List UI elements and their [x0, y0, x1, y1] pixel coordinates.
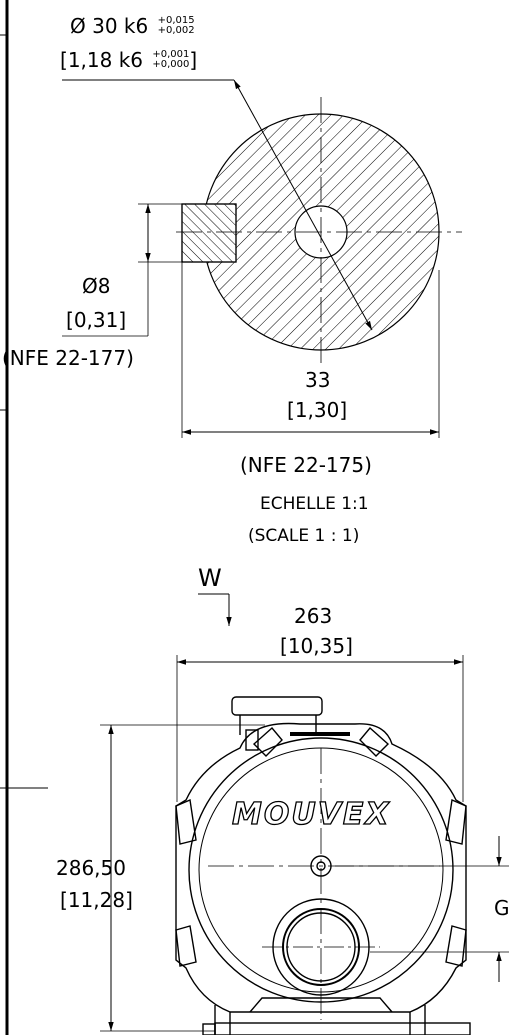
diameter-symbol: Ø — [70, 14, 86, 38]
height-dimension — [100, 724, 265, 1032]
key-width-imperial-value: 0,31 — [73, 308, 119, 332]
width-imperial: [10,35] — [280, 634, 353, 658]
width-value: 263 — [294, 604, 333, 628]
shaft-diameter-value: 30 k6 — [92, 14, 149, 38]
shaft-height-imperial-value: 1,30 — [294, 398, 340, 422]
key-width-value: 8 — [97, 274, 111, 298]
height-value: 286,50 — [56, 856, 126, 880]
g-dimension — [335, 836, 509, 982]
imperial-value: 1,18 k6 — [67, 48, 144, 72]
height-imperial-value: 11,28 — [67, 888, 126, 912]
width-dimension — [176, 655, 464, 802]
key-diameter-symbol: Ø — [82, 274, 98, 298]
scale-label-en: (SCALE 1 : 1) — [248, 526, 360, 546]
imperial-tol-lower: +0,000 — [152, 59, 190, 70]
scale-label-fr: ECHELLE 1:1 — [260, 494, 369, 514]
shaft-tolerance: +0,015 +0,002 — [158, 16, 195, 36]
width-imperial-value: 10,35 — [287, 634, 346, 658]
imperial-tol-upper: +0,001 — [152, 49, 190, 60]
brand-logo: MOUVEX — [231, 797, 391, 832]
shaft-section — [176, 97, 462, 365]
tol-upper: +0,015 — [157, 15, 195, 26]
key-width-imperial: [0,31] — [66, 308, 127, 332]
imperial-tolerance: +0,001 +0,000 — [152, 50, 189, 70]
key-width-label: Ø8 — [82, 276, 110, 296]
key-width-dimension — [62, 203, 182, 337]
front-view-centerlines — [208, 748, 440, 1020]
shaft-height-value: 33 — [305, 368, 331, 392]
view-label-w: W — [198, 564, 222, 592]
shaft-diameter-imperial: [1,18 k6 +0,001 +0,000 ] — [60, 48, 198, 72]
frame-border — [0, 0, 48, 1035]
key-standard-label: (NFE 22-177) — [2, 346, 134, 370]
side-label-g: G — [494, 896, 509, 920]
shaft-diameter-label: Ø 30 k6 +0,015 +0,002 — [70, 14, 195, 38]
shaft-height-imperial: [1,30] — [287, 398, 348, 422]
tol-lower: +0,002 — [157, 25, 195, 36]
height-standard-label: (NFE 22-175) — [240, 453, 372, 477]
view-arrow-w — [198, 593, 232, 626]
shaft-diameter-leader — [62, 79, 373, 331]
shaft-height-dimension — [181, 262, 440, 438]
height-imperial: [11,28] — [60, 888, 133, 912]
